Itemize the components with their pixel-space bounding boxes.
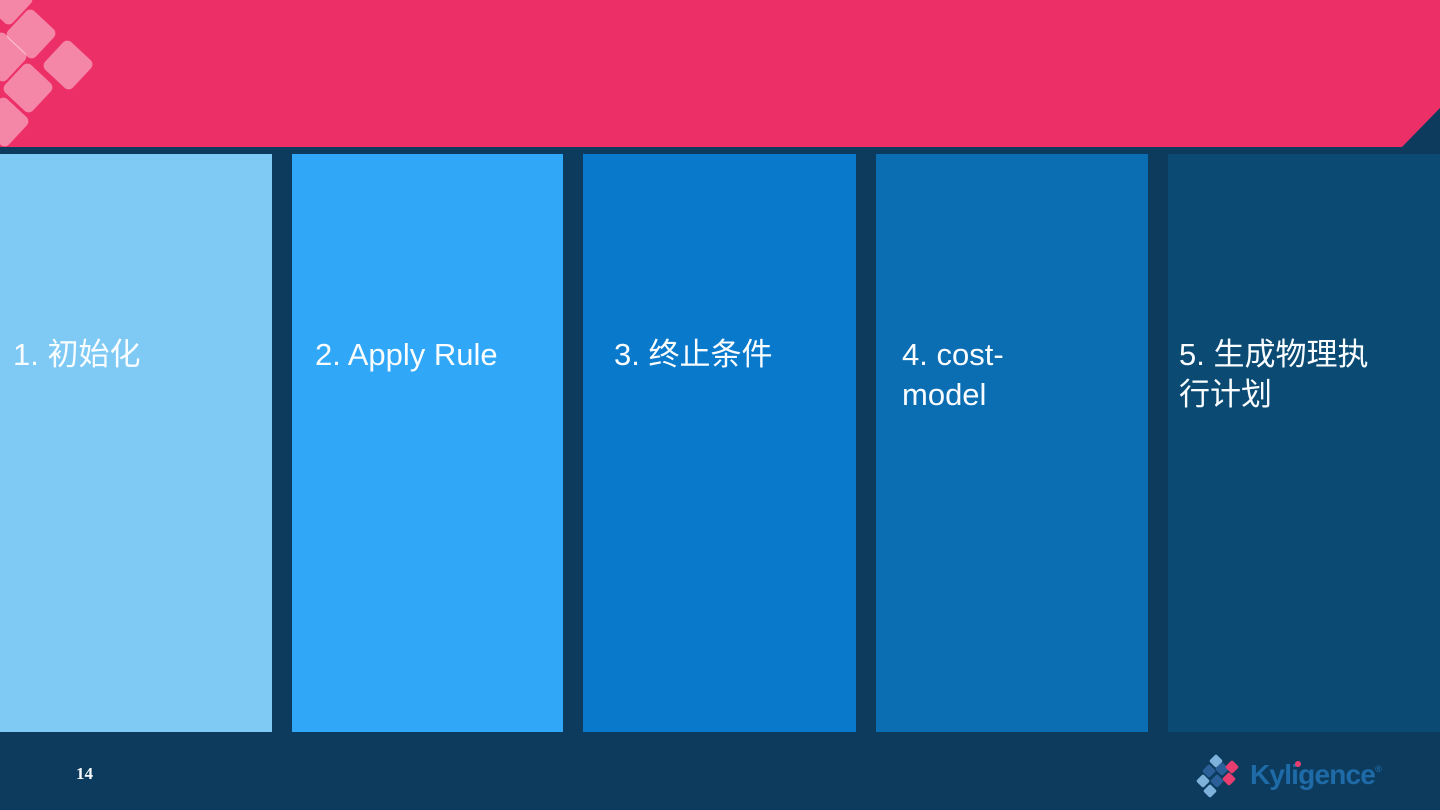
- page-number: 14: [76, 764, 93, 783]
- kyligence-wordmark-text: Kyligence: [1250, 759, 1376, 790]
- step-label-5: 5. 生成物理执 行计划: [1179, 337, 1369, 412]
- logo-i-dot: [1295, 761, 1301, 767]
- step-label-2: 2. Apply Rule: [315, 337, 498, 372]
- step-card-3: 3. 终止条件: [583, 154, 856, 732]
- step-card-1: 1. 初始化: [0, 154, 272, 732]
- process-steps: 1. 初始化 2. Apply Rule 3. 终止条件 4. cost- mo…: [0, 154, 1440, 732]
- step-card-5: 5. 生成物理执 行计划: [1168, 154, 1440, 732]
- registered-trademark: ®: [1375, 764, 1382, 774]
- step-card-2: 2. Apply Rule: [292, 154, 563, 732]
- step-label-4: 4. cost- model: [902, 337, 1004, 412]
- step-card-4: 4. cost- model: [876, 154, 1148, 732]
- step-label-1: 1. 初始化: [13, 337, 141, 372]
- kyligence-logo: Kyligence®: [1195, 753, 1386, 804]
- header-band: [0, 0, 1440, 147]
- kyligence-wordmark: Kyligence®: [1250, 759, 1382, 791]
- kyligence-logo-mark-icon: [1195, 753, 1244, 802]
- step-label-3: 3. 终止条件: [614, 337, 773, 372]
- logo-diamond-icon: [1221, 771, 1237, 787]
